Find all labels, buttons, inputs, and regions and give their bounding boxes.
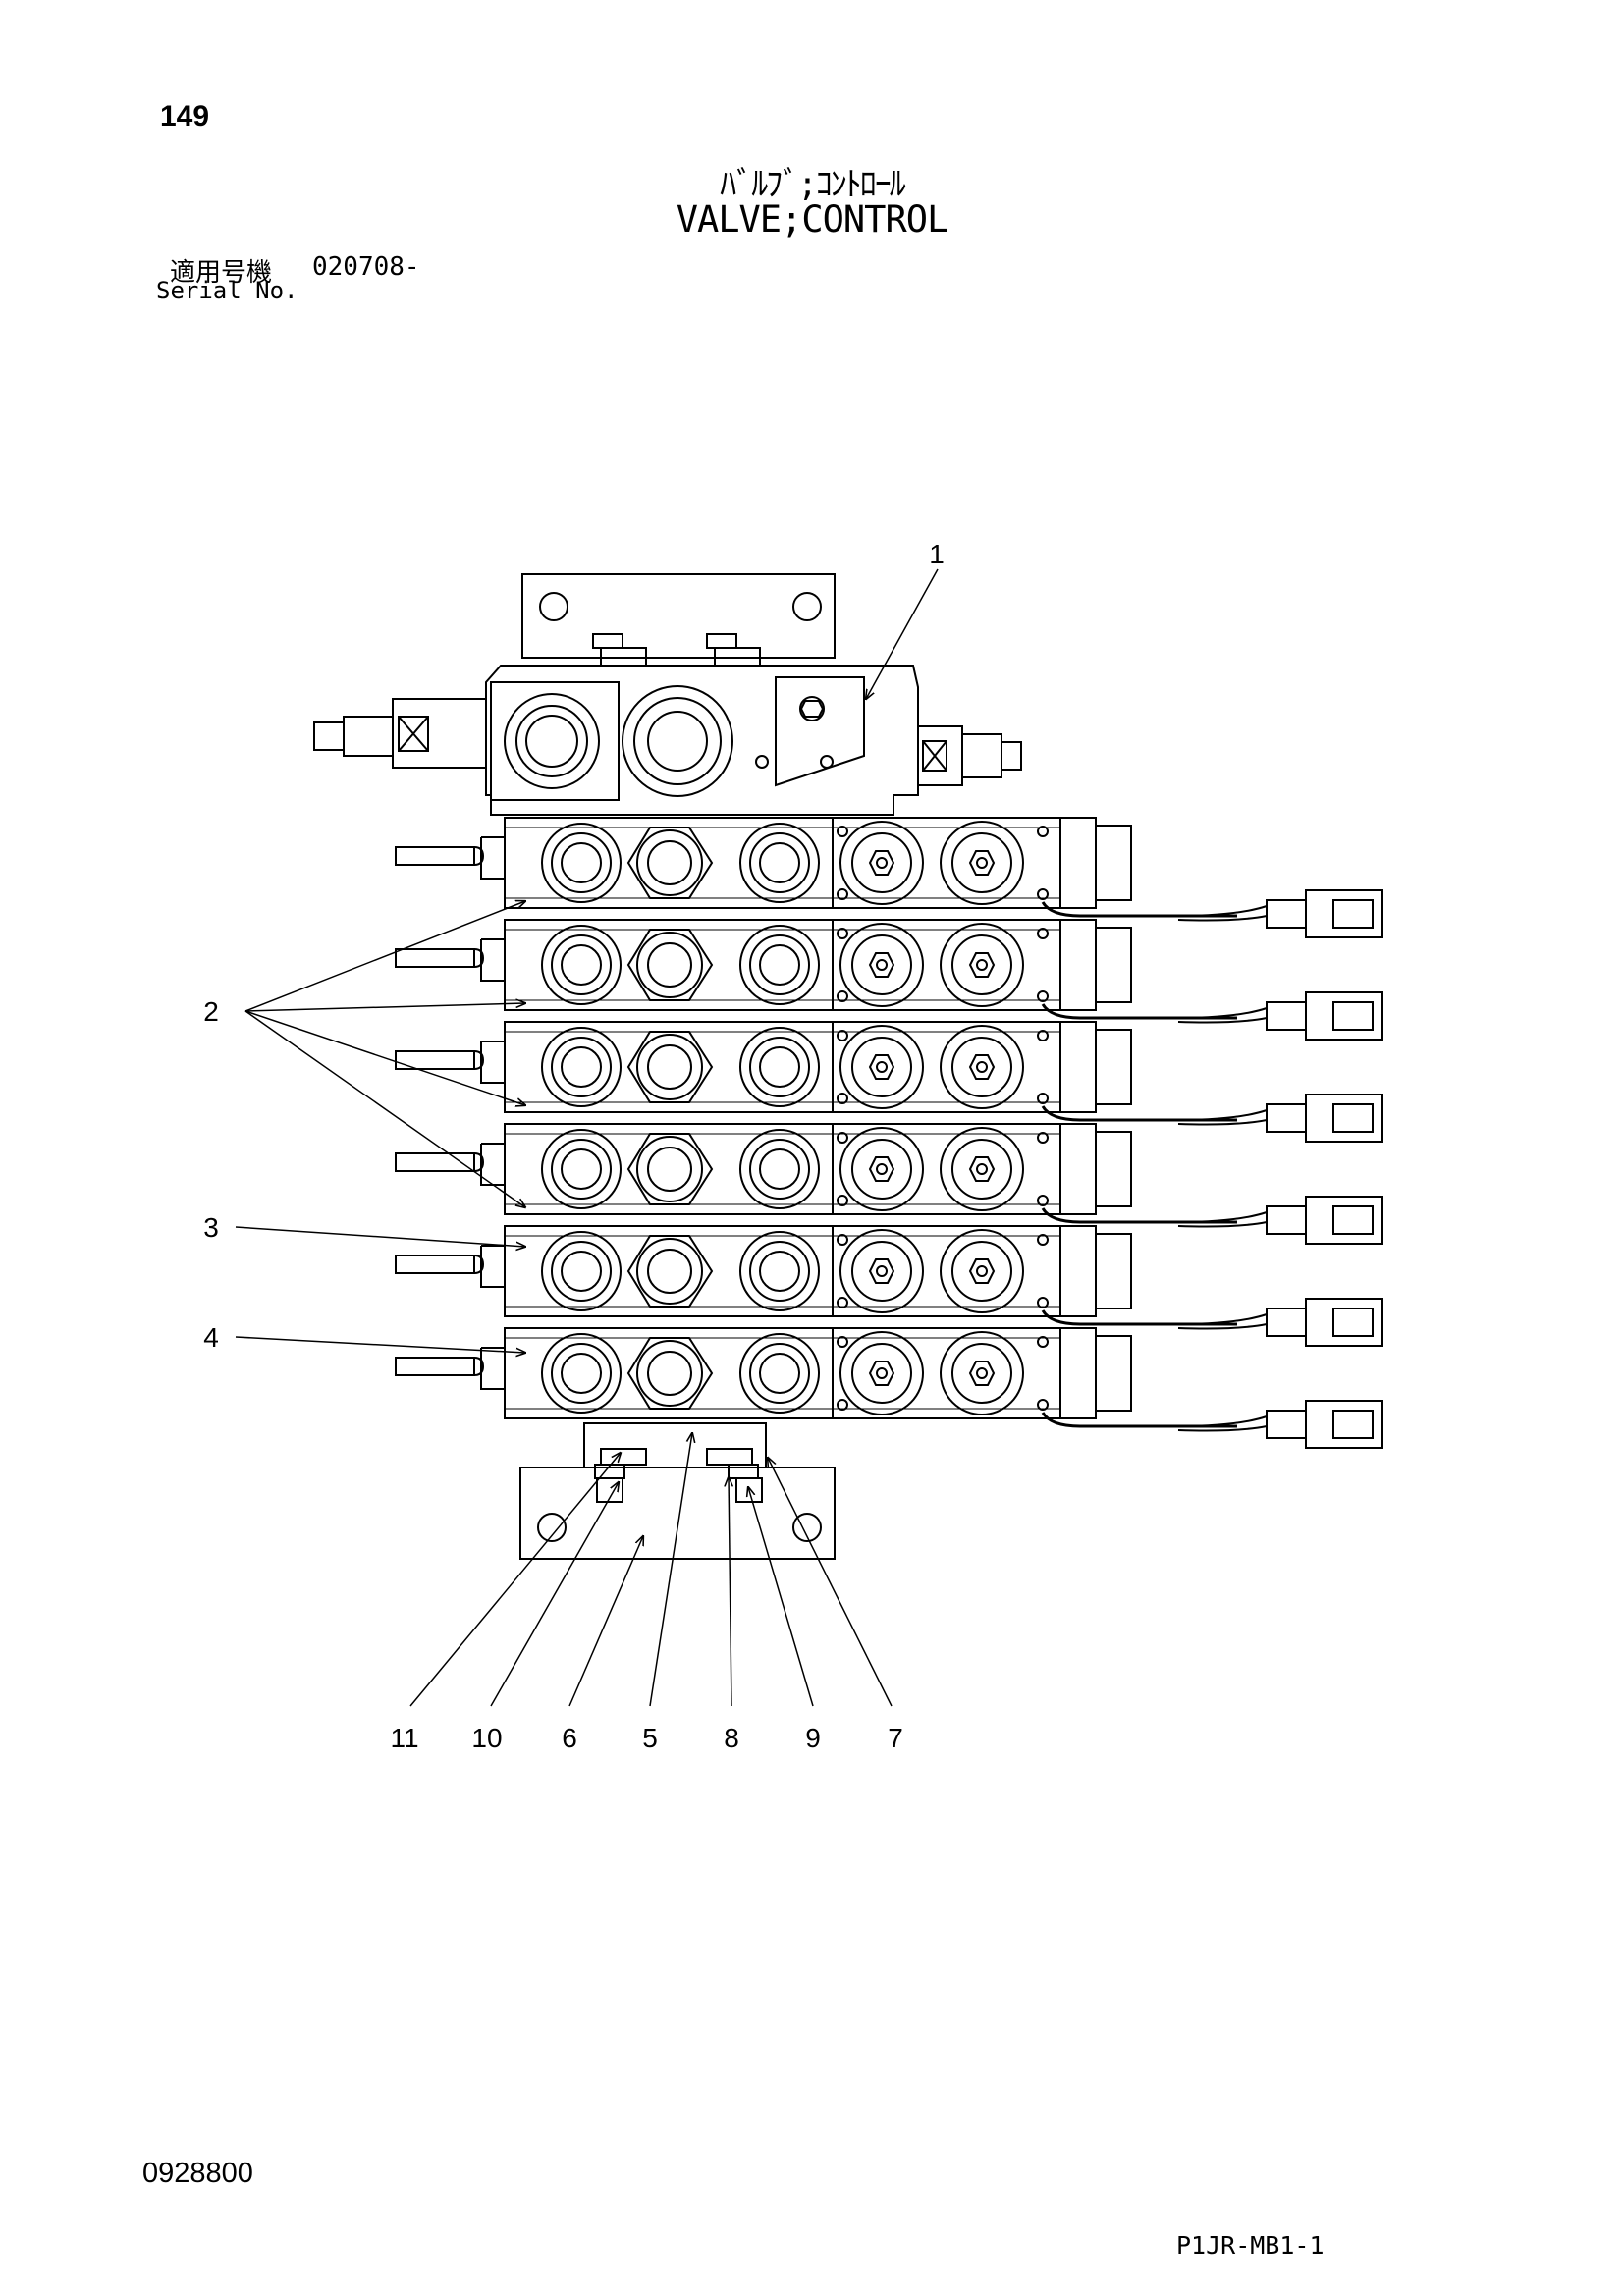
document-code: 0928800: [142, 2158, 253, 2189]
callout-9: 9: [805, 1723, 821, 1753]
callout-1: 1: [929, 539, 945, 569]
title-japanese: ﾊﾞﾙﾌﾞ;ｺﾝﾄﾛｰﾙ: [720, 165, 905, 204]
callout-4: 4: [203, 1322, 219, 1353]
callout-8: 8: [724, 1723, 739, 1753]
callout-2: 2: [203, 996, 219, 1027]
callout-7: 7: [888, 1723, 903, 1753]
serial-value: 020708-: [312, 252, 420, 282]
callout-6: 6: [562, 1723, 577, 1753]
serial-label-japanese: 適用号機: [170, 258, 273, 288]
callout-10: 10: [471, 1723, 502, 1753]
callout-11: 11: [390, 1723, 418, 1753]
page-number: 149: [160, 100, 210, 133]
callout-3: 3: [203, 1212, 219, 1243]
figure-code: P1JR-MB1-1: [1176, 2231, 1325, 2260]
serial-label-english: Serial No.: [156, 277, 298, 304]
callout-5: 5: [642, 1723, 658, 1753]
title-english: VALVE;CONTROL: [676, 198, 949, 240]
